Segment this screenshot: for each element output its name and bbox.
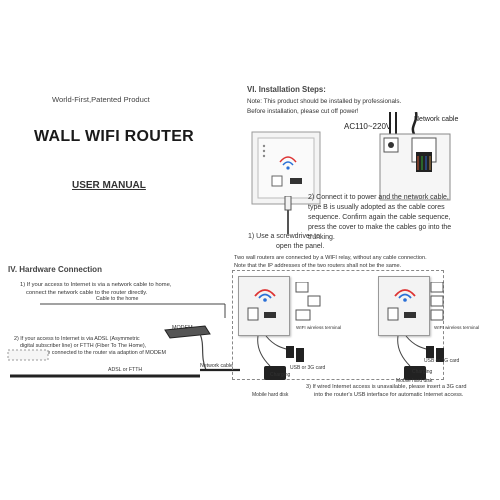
router2-wifi-icon [394,289,416,302]
cover-tagline: World-First,Patented Product [52,95,150,104]
wall-router-1 [238,276,290,336]
adsl-label: ADSL or FTTH [108,367,143,373]
wall-router-2 [378,276,430,336]
router1-wifi-icon [254,289,276,302]
usb-card-label-2: USB or 3G card [424,358,460,364]
wifi-relay-note-1: Two wall routers are connected by a WIFI… [234,255,427,261]
router2-terminals [430,282,444,321]
cover-title: WALL WIFI ROUTER [34,128,195,145]
installation-note-1: Note: This product should be installed b… [247,98,402,105]
step2-line1: 2) Connect it to power and the network c… [308,194,449,201]
item2-line2: digital subscriber line) or FTTH (Fiber … [20,343,147,349]
step2-line2: type B is usually adopted as the cable c… [308,204,445,211]
power-label: AC110~220V [344,122,392,131]
step2-line5: trunking. [308,234,335,241]
router1-ports [247,307,276,321]
hardware-cabling [7,303,240,378]
installation-note-2: Before installation, please cut off powe… [247,108,359,115]
step2-line3: sequence. Confirm again the cable sequen… [308,214,451,221]
router1-terminals [295,282,321,321]
step2-line4: press the cover to make the cables go in… [308,224,452,231]
installation-panel-front [251,131,321,205]
router2-usb-devices [397,336,444,380]
item3-line1: 3) If wired Internet access is unavailab… [306,384,467,390]
charging-label-2: Charging [412,369,433,375]
cover-subtitle: USER MANUAL [72,180,146,191]
hdd-label-1: Mobile hard disk [252,392,289,398]
item1-line2: connect the network cable to the router … [26,290,148,296]
network-cable-label: Network cable [414,116,459,123]
item2-line3: they shall be connected to the router vi… [20,350,166,356]
charging-label-1: Charging [270,372,291,378]
hardware-heading: IV. Hardware Connection [8,265,102,274]
wifi-terminal-label-2: WIFI wireless terminal [434,325,480,330]
item1-line1: 1) If your access to Internet is via a n… [20,282,172,288]
item3-line2: into the router's USB interface for auto… [314,392,464,398]
wifi-relay-note-2: Note that the IP addresses of the two ro… [234,263,402,269]
hdd-label-2: Mobile hard disk [396,378,433,384]
screwdriver-icon [284,196,292,234]
network-cable-bottom-label: Network cable [200,363,233,369]
item2-line1: 2) If your access to Internet is via ADS… [14,336,140,342]
usb-card-label-1: USB or 3G card [290,365,326,371]
step1-line1: 1) Use a screwdriver to [248,233,320,240]
wifi-terminal-label-1: WIFI wireless terminal [296,325,342,330]
cable-home-label: Cable to the home [96,296,139,302]
router1-usb-devices [257,336,304,380]
step1-line2: open the panel. [276,243,325,250]
installation-heading: VI. Installation Steps: [247,85,326,94]
router-group-frame [232,270,444,380]
router2-ports [387,307,416,321]
installation-panel-back [379,112,451,201]
